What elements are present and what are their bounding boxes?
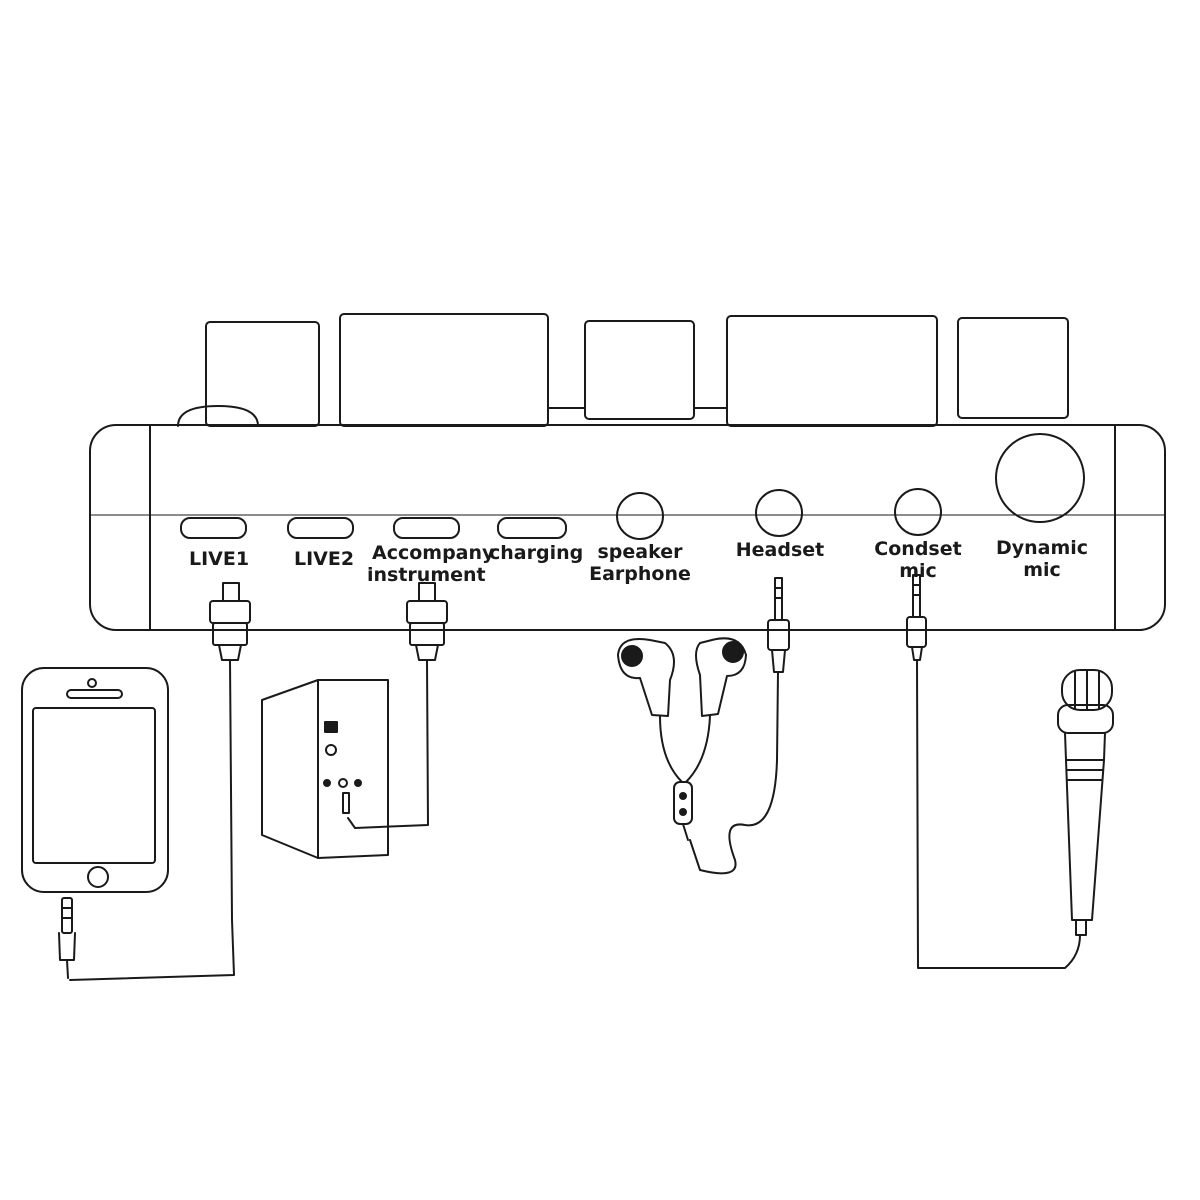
condset-plug-icon [906, 574, 1081, 969]
live1-label: LIVE1 [189, 548, 250, 570]
condset-jack [894, 488, 942, 536]
charging-port [497, 517, 567, 539]
charging-label: charging [489, 542, 584, 564]
dynamic-label: Dynamic [995, 537, 1089, 559]
condset-label: Condset [874, 538, 962, 560]
live1-plug-icon [69, 582, 251, 981]
condset-mic-label: mic [899, 560, 937, 582]
accompany-label: Accompany [372, 542, 495, 564]
sound-card-icon [89, 313, 1166, 631]
speaker-box-icon [261, 679, 389, 859]
speaker-label: speaker [597, 541, 683, 563]
dynamic-mic-label: mic [1023, 559, 1061, 581]
smartphone-icon [21, 667, 169, 979]
earphones-icon [617, 637, 747, 841]
headset-label: Headset [735, 539, 825, 561]
microphone-icon [1057, 669, 1114, 936]
headset-jack [755, 489, 803, 537]
speaker-jack [616, 492, 664, 540]
live2-label: LIVE2 [294, 548, 355, 570]
accompany-port [393, 517, 460, 539]
live2-port [287, 517, 354, 539]
earphone-label: Earphone [589, 563, 691, 585]
instrument-label: instrument [367, 564, 486, 586]
headset-plug-icon [689, 577, 790, 875]
live1-port [180, 517, 247, 539]
accompany-plug-icon [347, 582, 448, 829]
dynamic-jack [995, 433, 1085, 523]
